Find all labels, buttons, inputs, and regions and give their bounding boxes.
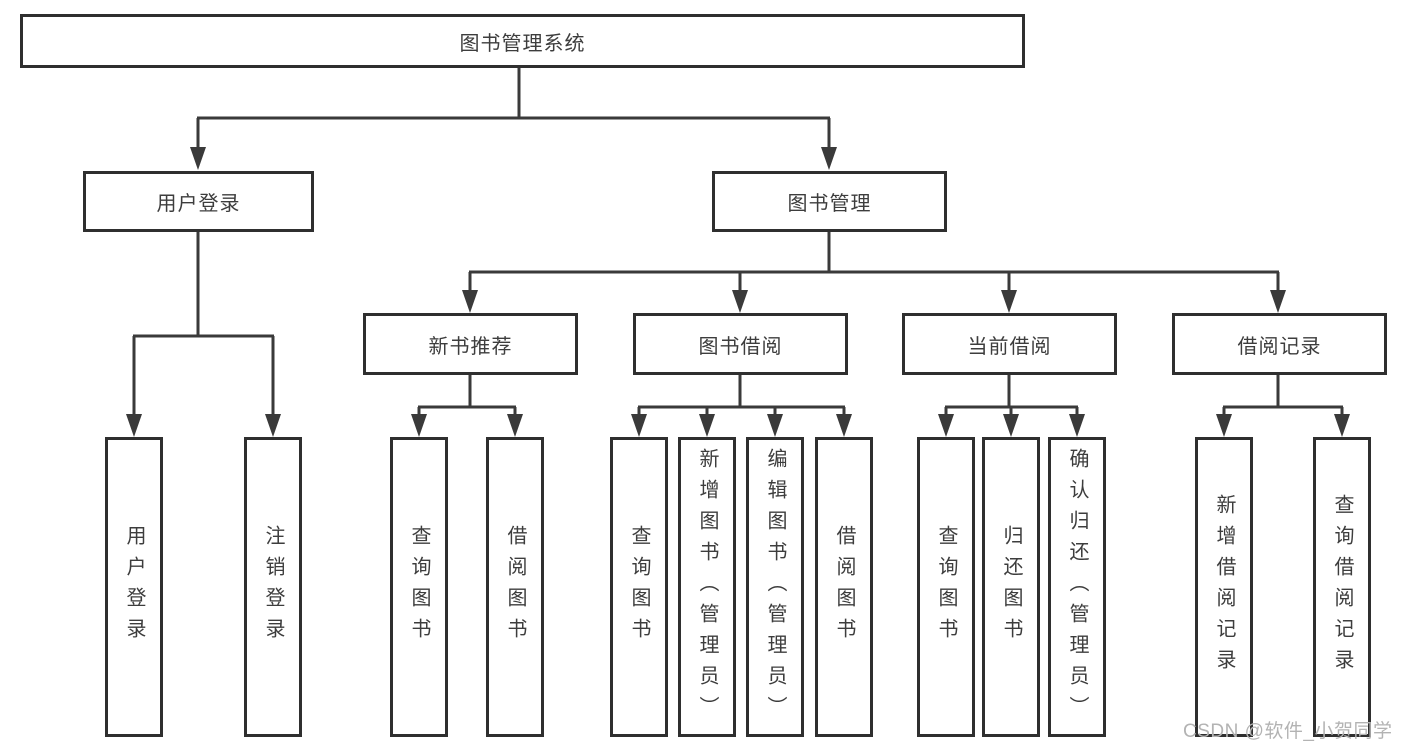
leaf-user-login: 用户登录 [105,437,163,737]
leaf-label: 用户登录 [123,525,145,649]
leaf-query-books-current: 查询图书 [917,437,975,737]
csdn-watermark: CSDN @软件_小贺同学 [1183,721,1393,742]
leaf-add-borrow-record: 新增借阅记录 [1195,437,1253,737]
leaf-label: 新增借阅记录 [1213,494,1235,680]
node-book-management-module: 图书管理 [712,171,947,232]
leaf-label: 编辑图书（管理员） [764,447,786,727]
leaf-query-books-recommend: 查询图书 [390,437,448,737]
leaf-label: 查询图书 [628,525,650,649]
node-library-management-system: 图书管理系统 [20,14,1025,68]
leaf-borrow-books-recommend: 借阅图书 [486,437,544,737]
leaf-query-books-borrowing: 查询图书 [610,437,668,737]
node-label: 新书推荐 [428,335,513,358]
leaf-label: 查询图书 [935,525,957,649]
leaf-label: 借阅图书 [833,525,855,649]
leaf-return-books: 归还图书 [982,437,1040,737]
leaf-label: 新增图书（管理员） [696,447,718,727]
leaf-add-books-admin: 新增图书（管理员） [678,437,736,737]
leaf-label: 借阅图书 [504,525,526,649]
leaf-label: 查询图书 [408,525,430,649]
leaf-logout: 注销登录 [244,437,302,737]
node-book-borrowing: 图书借阅 [633,313,848,375]
node-label: 图书管理 [787,193,872,215]
leaf-label: 确认归还（管理员） [1066,447,1088,727]
leaf-edit-books-admin: 编辑图书（管理员） [746,437,804,737]
node-user-login-module: 用户登录 [83,171,314,232]
node-label: 图书管理系统 [459,32,586,55]
node-label: 当前借阅 [967,335,1052,358]
leaf-borrow-books: 借阅图书 [815,437,873,737]
node-new-book-recommendation: 新书推荐 [363,313,578,375]
node-label: 用户登录 [156,193,241,215]
leaf-confirm-return-admin: 确认归还（管理员） [1048,437,1106,737]
node-borrowing-records: 借阅记录 [1172,313,1387,375]
leaf-label: 查询借阅记录 [1331,494,1353,680]
node-label: 图书借阅 [698,335,783,358]
leaf-query-borrow-record: 查询借阅记录 [1313,437,1371,737]
leaf-label: 注销登录 [262,525,284,649]
node-current-borrowing: 当前借阅 [902,313,1117,375]
leaf-label: 归还图书 [1000,525,1022,649]
node-label: 借阅记录 [1237,335,1322,358]
